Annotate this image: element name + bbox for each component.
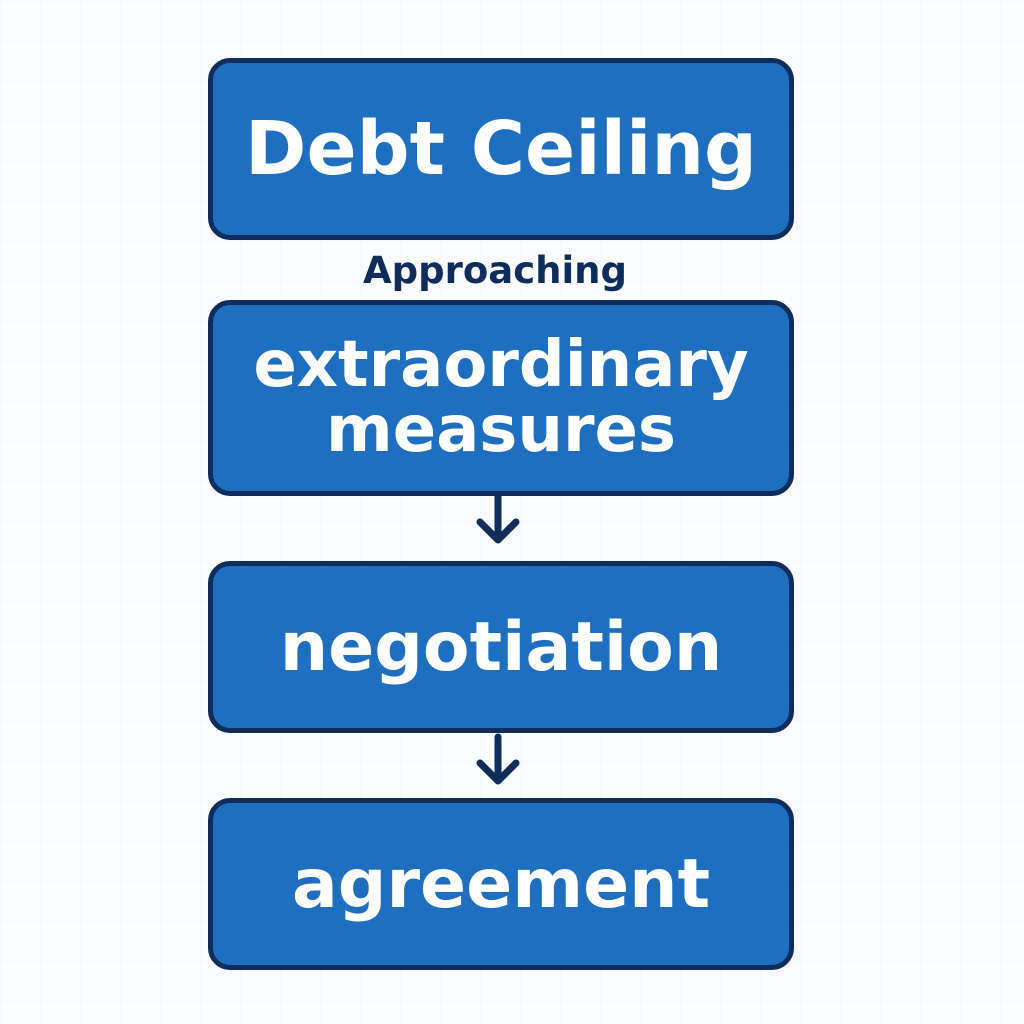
arrow-down-icon [476,492,520,544]
step-box-debt-ceiling: Debt Ceiling [208,58,794,240]
arrow-down-icon [476,733,520,785]
step-label-line-2: measures [326,393,676,467]
step-box-agreement: agreement [208,798,794,970]
step-box-extraordinary-measures: extraordinary measures [208,300,794,496]
step-label-negotiation: negotiation [279,607,723,687]
step-label-debt-ceiling: Debt Ceiling [245,106,757,192]
step-label-extraordinary-measures: extraordinary measures [253,327,749,467]
step-label-agreement: agreement [291,844,711,924]
step-label-line-1: extraordinary [253,327,749,402]
connector-label-approaching: Approaching [362,249,628,292]
step-box-negotiation: negotiation [208,561,794,733]
